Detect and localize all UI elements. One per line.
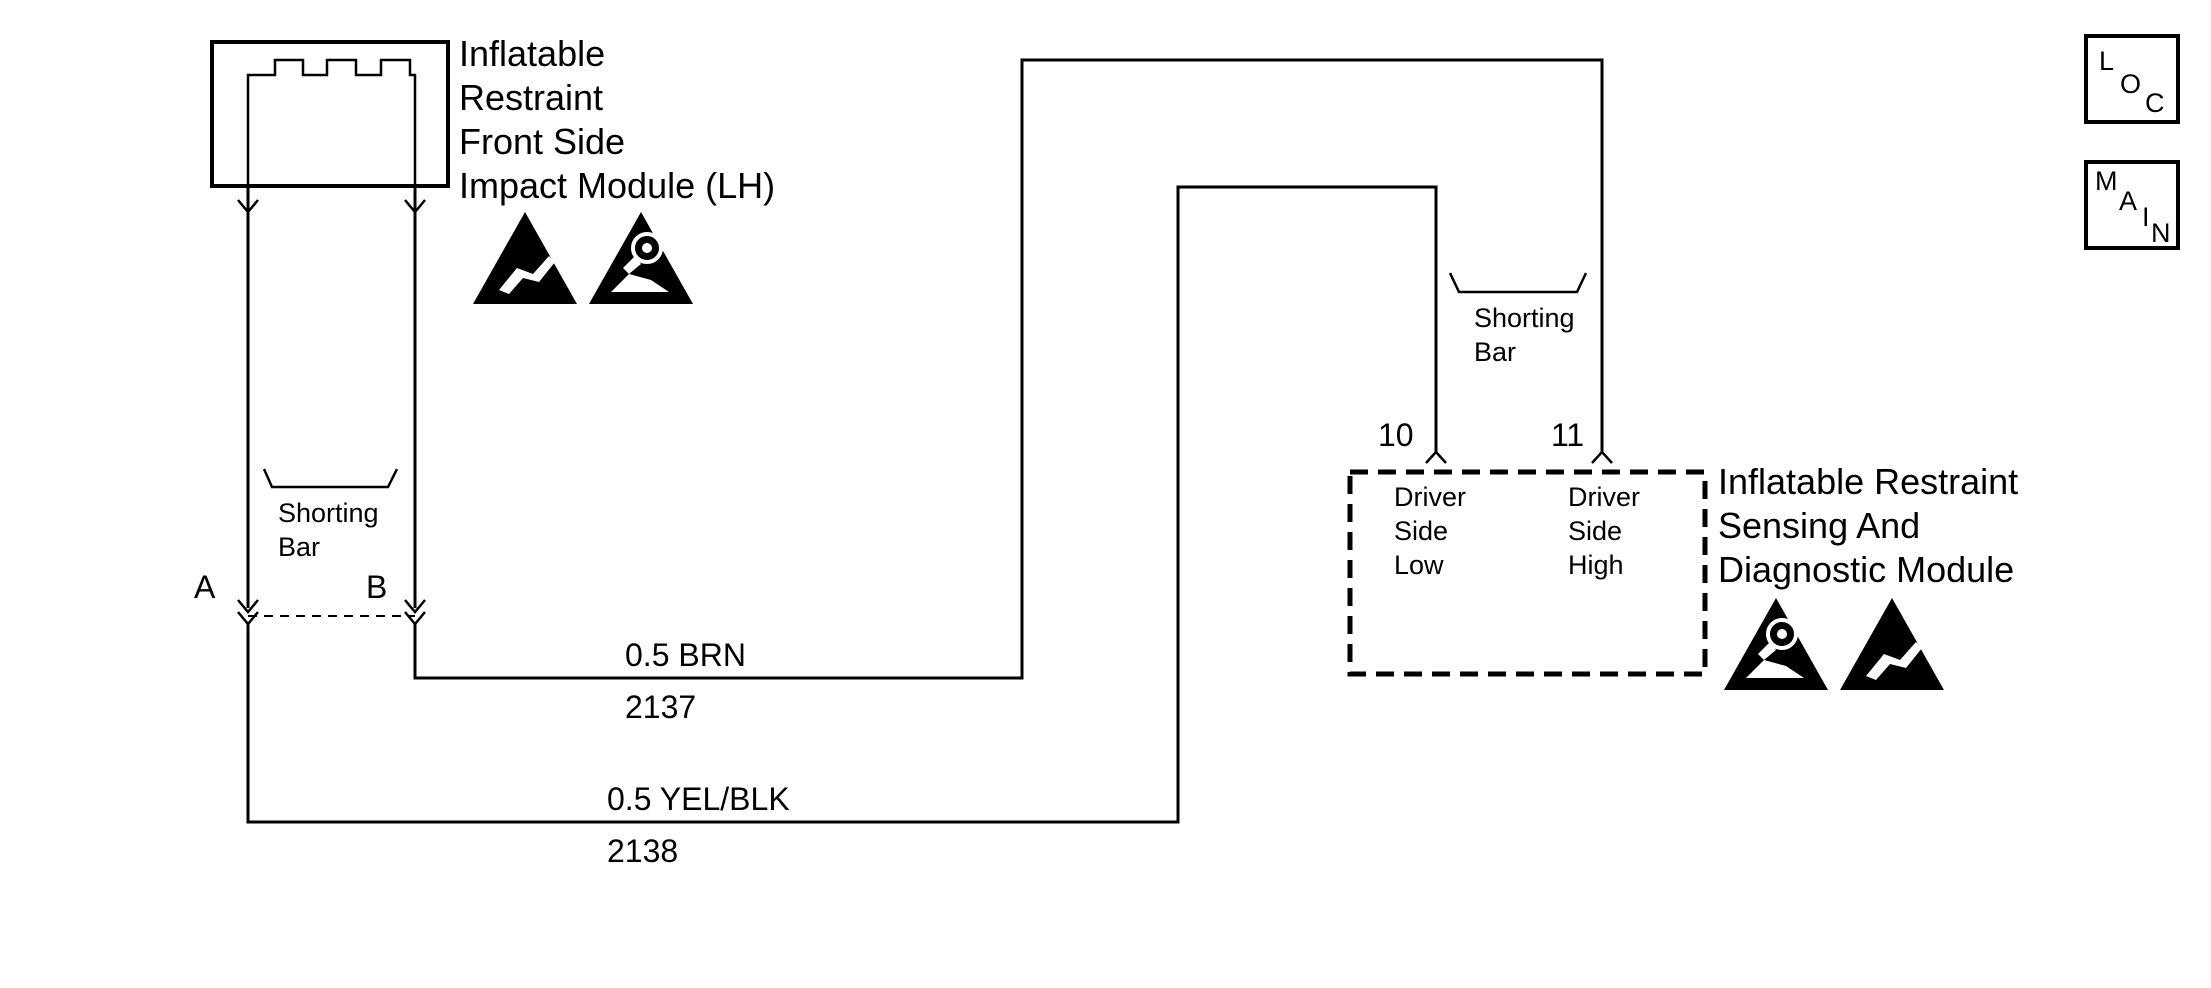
wire-brn-2137 xyxy=(413,58,1604,680)
sdm-pin-low-number: 10 xyxy=(1378,417,1414,453)
wire-yel-color-label: 0.5 YEL/BLK xyxy=(607,781,790,817)
sdm-pin-low-terminal xyxy=(1425,450,1447,464)
main-letter-n: N xyxy=(2151,218,2171,248)
esd-warning-icon xyxy=(473,212,577,304)
loc-letter-l: L xyxy=(2099,46,2114,76)
front-shorting-bar-line-1: Shorting xyxy=(278,498,379,528)
loc-letter-o: O xyxy=(2120,69,2141,99)
front-module-title-line-2: Restraint xyxy=(459,77,603,118)
sdm-title: Inflatable Restraint Sensing And Diagnos… xyxy=(1718,461,2018,590)
front-shorting-bar-line-2: Bar xyxy=(278,532,320,562)
main-letter-a: A xyxy=(2119,186,2137,216)
wire-brn-color-label: 0.5 BRN xyxy=(625,637,746,673)
sdm-title-line-1: Inflatable Restraint xyxy=(1718,461,2018,502)
loc-letter-c: C xyxy=(2145,88,2165,118)
wire-brn-circuit-label: 2137 xyxy=(625,689,696,725)
sdm-shorting-bar-line-2: Bar xyxy=(1474,337,1516,367)
esd-warning-icon xyxy=(1840,598,1944,690)
sdm-high-label-line-1: Driver xyxy=(1568,482,1640,512)
main-letter-i: I xyxy=(2142,202,2150,232)
pin-b-label: B xyxy=(366,569,387,605)
sdm-low-label-line-3: Low xyxy=(1394,550,1444,580)
airbag-warning-icon xyxy=(1724,598,1828,690)
sdm-shorting-bar: Shorting Bar xyxy=(1448,272,1588,367)
sdm-pin-high-number: 11 xyxy=(1551,417,1584,453)
sdm-module-outline xyxy=(1347,469,1708,677)
front-module-terminals xyxy=(237,186,426,626)
sdm-shorting-bar-line-1: Shorting xyxy=(1474,303,1575,333)
main-letter-m: M xyxy=(2095,166,2118,196)
sdm-title-line-2: Sensing And xyxy=(1718,505,1920,546)
wire-yel-circuit-label: 2138 xyxy=(607,833,678,869)
sdm-high-label-line-2: Side xyxy=(1568,516,1622,546)
sdm-low-label-line-2: Side xyxy=(1394,516,1448,546)
main-badge[interactable]: M A I N xyxy=(2084,160,2180,250)
front-module-title-line-3: Front Side xyxy=(459,121,625,162)
sdm-pin-high-terminal xyxy=(1591,450,1613,464)
front-impact-module-connector xyxy=(210,40,450,188)
sdm-high-label-line-3: High xyxy=(1568,550,1624,580)
front-module-title-line-4: Impact Module (LH) xyxy=(459,165,775,206)
airbag-warning-icon xyxy=(589,212,693,304)
wire-yel-blk-2138 xyxy=(246,185,1438,824)
loc-badge[interactable]: L O C xyxy=(2084,34,2180,124)
sdm-title-line-3: Diagnostic Module xyxy=(1718,549,2014,590)
front-shorting-bar: Shorting Bar xyxy=(262,468,399,562)
front-module-title-line-1: Inflatable xyxy=(459,33,605,74)
pin-a-label: A xyxy=(194,569,216,605)
sdm-low-label-line-1: Driver xyxy=(1394,482,1466,512)
front-module-title: Inflatable Restraint Front Side Impact M… xyxy=(459,33,775,206)
